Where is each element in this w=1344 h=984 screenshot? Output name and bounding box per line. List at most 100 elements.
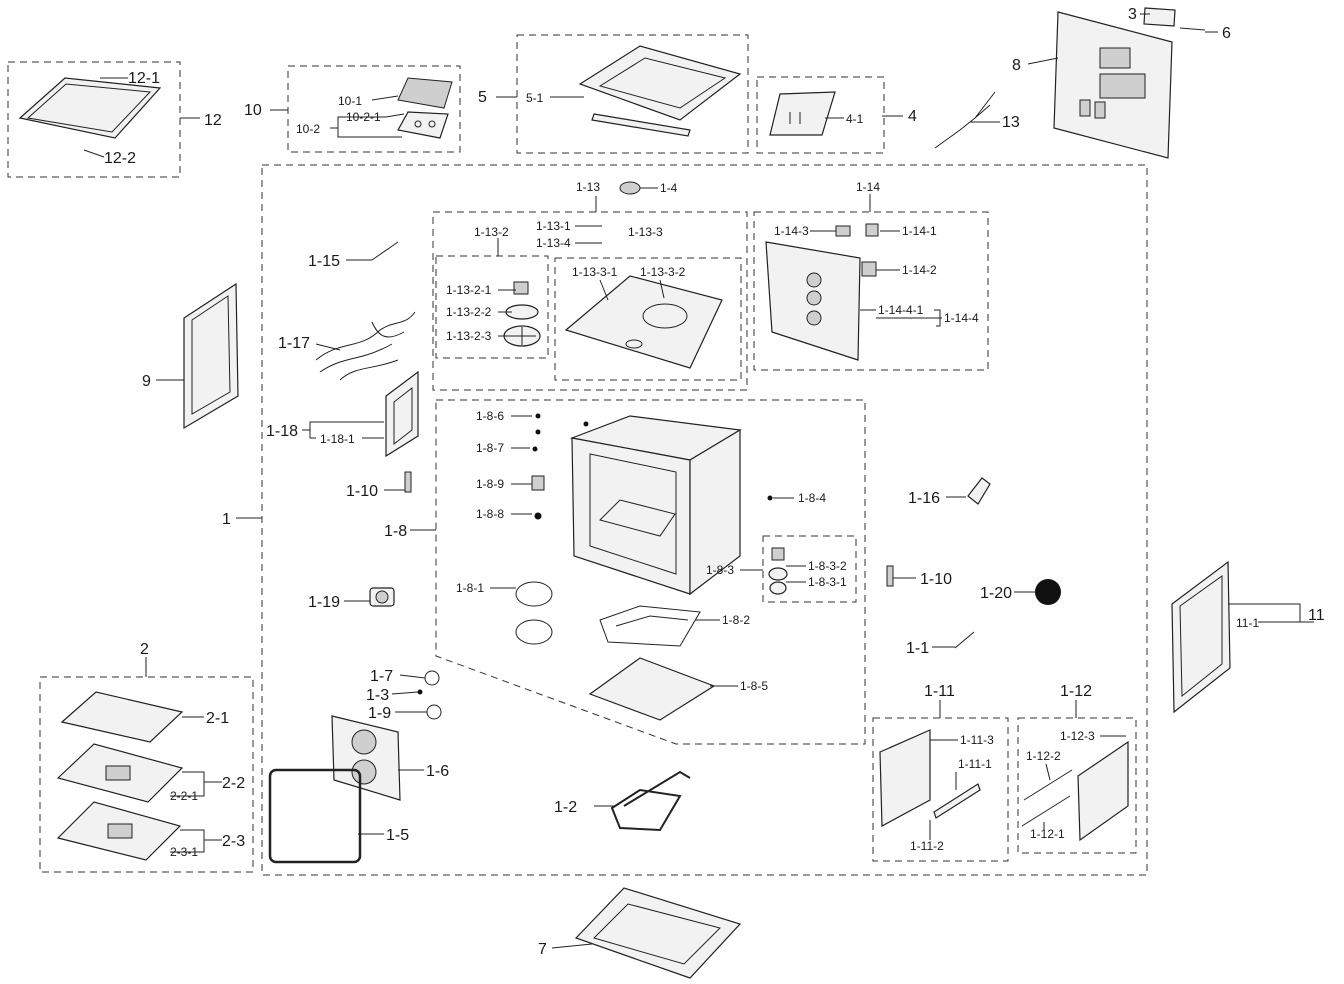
label-1-8-1: 1-8-1 xyxy=(456,581,484,595)
control-board-part xyxy=(397,77,453,139)
hinge-1-10-right-part xyxy=(886,565,894,587)
label-4-1: 4-1 xyxy=(846,112,864,126)
label-7: 7 xyxy=(538,941,547,958)
top-cover-plate-part xyxy=(564,275,723,369)
label-1-5: 1-5 xyxy=(386,827,409,844)
probe-1-15-part xyxy=(371,241,399,261)
label-1-14: 1-14 xyxy=(856,180,880,194)
top-panel-part xyxy=(578,45,742,137)
label-2-2-1: 2-2-1 xyxy=(170,789,198,803)
lamp-assembly-part xyxy=(768,547,788,595)
label-13: 13 xyxy=(1002,114,1020,131)
box-1-13-3 xyxy=(554,257,742,381)
label-1-8: 1-8 xyxy=(384,523,407,540)
label-1-12: 1-12 xyxy=(1060,683,1092,700)
duct-1-18-part xyxy=(385,370,419,458)
fan-cover-1-6-part xyxy=(331,715,401,801)
label-1-3: 1-3 xyxy=(366,687,389,704)
label-1-18: 1-18 xyxy=(266,423,298,440)
label-1-13-3: 1-13-3 xyxy=(628,225,663,239)
label-1-12-1: 1-12-1 xyxy=(1030,827,1065,841)
label-1-1: 1-1 xyxy=(906,640,929,657)
box-1 xyxy=(261,164,1148,876)
label-1-14-4: 1-14-4 xyxy=(944,311,979,325)
label-1-15: 1-15 xyxy=(308,253,340,270)
small-hardware-parts xyxy=(531,413,773,520)
label-1-8-9: 1-8-9 xyxy=(476,477,504,491)
label-2: 2 xyxy=(140,641,149,658)
label-2-3-1: 2-3-1 xyxy=(170,845,198,859)
label-1-8-2: 1-8-2 xyxy=(722,613,750,627)
bake-element-part xyxy=(610,770,691,832)
label-4: 4 xyxy=(908,108,917,125)
label-2-3: 2-3 xyxy=(222,833,245,850)
label-6: 6 xyxy=(1222,25,1231,42)
box-10 xyxy=(287,65,461,153)
label-1-14-3: 1-14-3 xyxy=(774,224,809,238)
label-10-2-1: 10-2-1 xyxy=(346,110,381,124)
label-1-8-3: 1-8-3 xyxy=(706,563,734,577)
nut-1-4-part xyxy=(619,181,641,195)
box-1-11 xyxy=(872,717,1009,862)
side-panel-left-part xyxy=(183,282,239,430)
label-1-4: 1-4 xyxy=(660,181,678,195)
label-1-11-1: 1-11-1 xyxy=(958,757,992,771)
label-12: 12 xyxy=(204,112,222,129)
broil-element-part xyxy=(599,605,701,647)
rear-fan-cover-part xyxy=(765,223,879,361)
group-boxes xyxy=(7,34,1148,876)
side-panel-right-part xyxy=(1171,560,1231,714)
label-1-13-4: 1-13-4 xyxy=(536,236,571,250)
label-1-13-2: 1-13-2 xyxy=(474,225,509,239)
label-1-12-3: 1-12-3 xyxy=(1060,729,1095,743)
label-1-17: 1-17 xyxy=(278,335,310,352)
label-11: 11 xyxy=(1308,607,1325,624)
hinge-1-10-left-part xyxy=(404,471,412,493)
label-1-12-2: 1-12-2 xyxy=(1026,749,1061,763)
label-9: 9 xyxy=(142,373,151,390)
box-12 xyxy=(7,61,181,178)
parts xyxy=(18,7,1231,979)
label-2-2: 2-2 xyxy=(222,775,245,792)
label-1-9: 1-9 xyxy=(368,705,391,722)
door-glass-part xyxy=(18,77,162,139)
screw-6-part xyxy=(1179,27,1206,31)
label-5-1: 5-1 xyxy=(526,91,544,105)
label-1-10-right: 1-10 xyxy=(920,571,952,588)
label-1-14-2: 1-14-2 xyxy=(902,263,937,277)
label-1: 1 xyxy=(222,511,231,528)
label-1-13-2-2: 1-13-2-2 xyxy=(446,305,492,319)
label-1-8-5: 1-8-5 xyxy=(740,679,768,693)
label-1-13-3-2: 1-13-3-2 xyxy=(640,265,686,279)
label-1-20: 1-20 xyxy=(980,585,1012,602)
bracket-part xyxy=(769,91,836,136)
ring-element-part xyxy=(515,581,553,645)
box-1-8 xyxy=(435,399,866,745)
box-4 xyxy=(756,76,885,154)
trays-part xyxy=(56,691,184,861)
label-1-13: 1-13 xyxy=(576,180,600,194)
convection-fan-part xyxy=(503,281,541,347)
bottom-panel-7-part xyxy=(574,887,742,979)
door-gasket-part xyxy=(268,768,362,864)
label-1-8-3-2: 1-8-3-2 xyxy=(808,559,847,573)
label-1-13-2-3: 1-13-2-3 xyxy=(446,329,492,343)
label-1-13-3-1: 1-13-3-1 xyxy=(572,265,618,279)
label-1-18-1: 1-18-1 xyxy=(320,432,355,446)
label-1-7: 1-7 xyxy=(370,668,393,685)
wire-harness-part xyxy=(315,311,416,381)
box-5 xyxy=(516,34,749,154)
box-1-12 xyxy=(1017,717,1137,854)
label-1-11-3: 1-11-3 xyxy=(960,733,994,747)
label-8: 8 xyxy=(1012,57,1021,74)
label-1-14-4-1: 1-14-4-1 xyxy=(878,303,924,317)
label-10-2: 10-2 xyxy=(296,122,320,136)
label-1-8-3-1: 1-8-3-1 xyxy=(808,575,847,589)
label-1-11-2: 1-11-2 xyxy=(910,839,944,853)
sensor-wire-part xyxy=(934,91,996,149)
label-11-1: 11-1 xyxy=(1236,616,1259,630)
label-1-8-4: 1-8-4 xyxy=(798,491,826,505)
label-1-6: 1-6 xyxy=(426,763,449,780)
rack-guides-part xyxy=(879,729,981,827)
label-1-14-1: 1-14-1 xyxy=(902,224,937,238)
